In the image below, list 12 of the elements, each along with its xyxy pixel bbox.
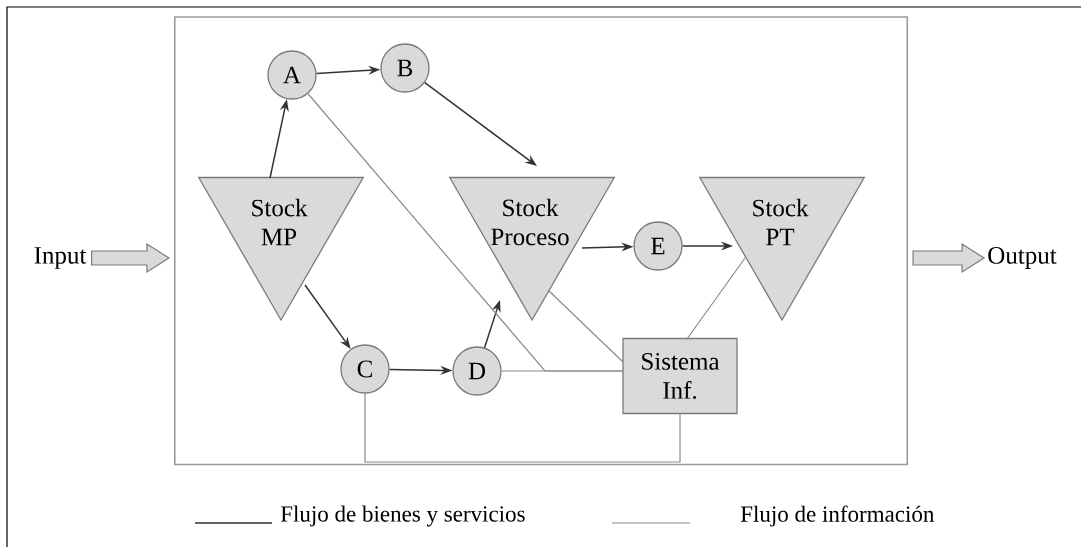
system-box: Sistema Inf. bbox=[622, 337, 738, 415]
block-arrow bbox=[91, 242, 171, 274]
block-arrow bbox=[912, 242, 986, 274]
arrow bbox=[424, 81, 537, 166]
legend-text: Flujo de bienes y servicios bbox=[280, 505, 525, 527]
flow-label: Input bbox=[34, 247, 87, 269]
connector-line bbox=[547, 289, 624, 363]
connector-line bbox=[364, 393, 681, 463]
legend-text: Flujo de información bbox=[740, 505, 935, 527]
flow-label: Output bbox=[988, 247, 1057, 269]
connector-line bbox=[686, 257, 746, 340]
connector-line bbox=[501, 370, 624, 372]
